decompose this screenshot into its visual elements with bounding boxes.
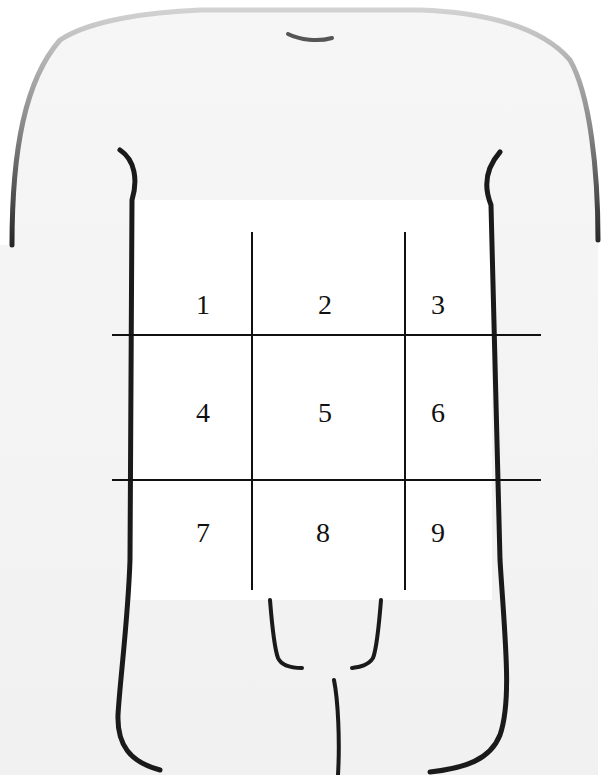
region-number: 7	[196, 519, 210, 547]
leg-divide	[334, 680, 339, 775]
region-number: 2	[318, 291, 332, 319]
grid-ground	[130, 200, 492, 600]
region-number: 6	[431, 399, 445, 427]
shoulder-outline	[12, 10, 598, 245]
region-number: 4	[196, 399, 210, 427]
region-number: 5	[318, 399, 332, 427]
region-grid	[112, 232, 541, 590]
region-number: 3	[431, 291, 445, 319]
region-number: 1	[196, 291, 210, 319]
left-torso-outline	[118, 150, 160, 770]
body-fill	[0, 10, 598, 775]
grid-line	[404, 232, 406, 590]
neck-mark	[288, 34, 332, 40]
grid-line	[112, 334, 541, 336]
right-torso-outline	[430, 152, 507, 772]
genital-outline-right	[352, 600, 381, 668]
grid-line	[251, 232, 253, 590]
grid-line	[112, 479, 541, 481]
region-number: 9	[431, 519, 445, 547]
genital-outline-left	[270, 600, 302, 668]
region-number: 8	[316, 519, 330, 547]
